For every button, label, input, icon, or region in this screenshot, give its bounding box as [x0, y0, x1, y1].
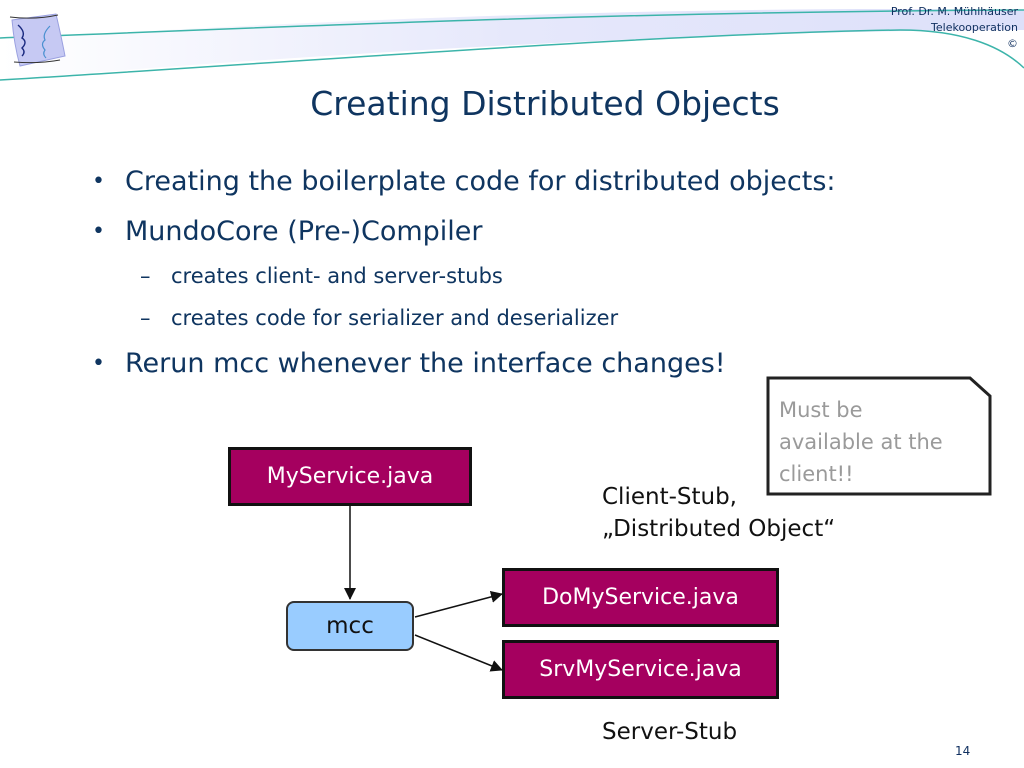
- note-line: available at the: [779, 430, 943, 454]
- node-domyservice-java: DoMyService.java: [502, 568, 779, 627]
- node-srvmyservice-java: SrvMyService.java: [502, 640, 779, 699]
- author-name: Prof. Dr. M. Mühlhäuser: [890, 5, 1018, 18]
- note-line: client!!: [779, 462, 854, 486]
- bullet-icon: •: [92, 169, 105, 194]
- node-label: SrvMyService.java: [539, 657, 742, 682]
- dash-icon: –: [140, 264, 151, 288]
- two-faces-logo-icon: [9, 13, 66, 67]
- header-swoosh-bottom: [0, 29, 1024, 81]
- node-myservice-java: MyService.java: [228, 447, 472, 506]
- slide-title: Creating Distributed Objects: [310, 84, 780, 123]
- edge-mcc-to-client-stub: [414, 591, 503, 618]
- note-text: Must be available at the client!!: [779, 394, 943, 490]
- header-swoosh-top: [0, 9, 1024, 39]
- client-stub-label-line: Client-Stub,: [602, 484, 737, 510]
- author-credit: Prof. Dr. M. Mühlhäuser Telekooperation …: [891, 4, 1018, 52]
- author-group: Telekooperation: [931, 21, 1018, 34]
- edge-mcc-to-server-stub: [414, 634, 503, 672]
- node-label: DoMyService.java: [542, 585, 739, 610]
- client-stub-label: Client-Stub, „Distributed Object“: [602, 481, 835, 545]
- bullet-text: Rerun mcc whenever the interface changes…: [125, 348, 726, 379]
- bullet-icon: •: [92, 351, 105, 376]
- node-label: mcc: [326, 613, 374, 639]
- client-stub-label-line: „Distributed Object“: [602, 516, 836, 542]
- bullet-text: MundoCore (Pre-)Compiler: [125, 216, 483, 247]
- dash-icon: –: [140, 306, 151, 330]
- node-label: MyService.java: [266, 464, 434, 489]
- copyright: ©: [1007, 37, 1018, 50]
- page-number: 14: [955, 744, 971, 758]
- node-mcc-compiler: mcc: [286, 601, 414, 651]
- note-callout: [766, 376, 992, 496]
- bullet-icon: •: [92, 219, 105, 244]
- sub-bullet-text: creates client- and server-stubs: [171, 264, 503, 288]
- header-band: [0, 9, 1024, 81]
- note-line: Must be: [779, 398, 863, 422]
- server-stub-label: Server-Stub: [602, 719, 738, 745]
- bullet-text: Creating the boilerplate code for distri…: [125, 166, 836, 197]
- sub-bullet-text: creates code for serializer and deserial…: [171, 306, 619, 330]
